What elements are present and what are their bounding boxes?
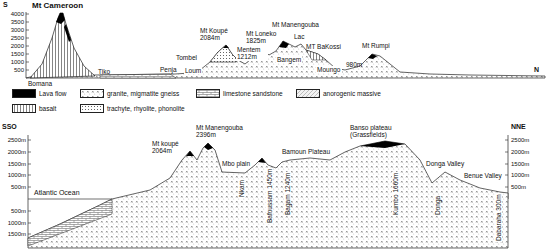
legend-text: limestone sandstone (223, 90, 283, 97)
sea-label: Atlantic Ocean (34, 189, 80, 197)
lava-cap (204, 143, 213, 150)
peak-label: Mt Rumpi (362, 42, 390, 49)
legend-swatch (12, 89, 36, 98)
axis-tick-label: 1500m (511, 161, 529, 168)
volcano-cone (30, 13, 95, 78)
lava-cap (279, 41, 289, 48)
axis-tick-label: 500 (0, 67, 24, 74)
axis-tick-label: 4000 (0, 11, 24, 18)
height-axis (508, 135, 509, 199)
peak-label: Mt Koupé 2084m (200, 27, 234, 42)
legend-swatch (196, 89, 220, 98)
axis-tick-label: 2000 (0, 43, 24, 50)
axis-tick-label: 500m (0, 184, 26, 191)
region-label: Banso plateau (Grassfields) (350, 124, 418, 139)
bottom-profile (28, 135, 508, 248)
region-label: Mbo plain (222, 160, 250, 167)
direction-label: SSO (2, 123, 17, 131)
place-label: Loum (184, 67, 202, 74)
legend-pattern (13, 105, 36, 113)
direction-label: NNE (511, 123, 526, 131)
lava-cap (56, 13, 65, 24)
sediment-layer (100, 74, 176, 78)
sea-level (28, 199, 112, 200)
axis-tick-label: 3500 (0, 19, 24, 26)
axis-tick-label: 1000 (0, 59, 24, 66)
basement-ground (28, 141, 508, 248)
peak-label: Mt Manengouba (272, 21, 319, 28)
legend-pattern (81, 90, 104, 98)
elevation-label: 980m (346, 61, 362, 68)
axis-tick-label: 2500 (0, 35, 24, 42)
place-label: Penja (160, 66, 177, 73)
place-label: Bagam 1240m (284, 172, 291, 216)
place-label: Tiko (98, 68, 110, 75)
legend-text: anorogenic massive (323, 90, 381, 97)
place-label: Donga (434, 195, 441, 216)
axis-ticks (28, 140, 31, 234)
legend-pattern (81, 105, 104, 113)
legend-text: basalt (39, 105, 56, 112)
axis-tick-label: 1000m (0, 172, 26, 179)
legend-pattern (197, 90, 220, 98)
place-label: Bafoussam 1450m (266, 168, 273, 224)
axis-tick-label: 1000m (511, 172, 529, 179)
legend-text: Lava flow (39, 90, 66, 97)
legend-swatch (296, 89, 320, 98)
lava-cap (360, 141, 405, 148)
peak-label: Mt koupé 2064m (152, 140, 182, 155)
axis-tick-label: 2500m (511, 137, 529, 144)
axis-ticks (505, 140, 508, 187)
lava-cap (186, 151, 194, 156)
region-label: Bamoun Plateau (282, 148, 330, 155)
lava-flow (64, 24, 71, 42)
lava-cap (223, 45, 229, 48)
axis-tick-label: 3000 (0, 27, 24, 34)
axis-tick-label: 1500m (0, 231, 26, 238)
legend-swatch (80, 89, 104, 98)
axis-tick-label: 2000m (511, 149, 529, 156)
peak-label: Mt Manengouba 2396m (196, 124, 248, 139)
axis-ticks (26, 14, 29, 70)
axis-tick-label: 1500 (0, 51, 24, 58)
place-label: Lac (294, 33, 304, 40)
peak-label: Mentem 1212m (236, 46, 268, 61)
height-axis (28, 135, 29, 238)
place-label: Moungo (316, 66, 342, 73)
basement-ground (26, 41, 545, 78)
volcano-cone (210, 45, 238, 62)
lava-cap (258, 158, 266, 163)
region-label: Benue Valley (464, 172, 502, 179)
legend-pattern (297, 90, 320, 98)
axis-tick-label: 1000m (0, 220, 26, 227)
axis-tick-label: 500m (511, 184, 526, 191)
region-label: Donga Valley (426, 160, 464, 167)
place-label: Tombel (176, 54, 197, 61)
axis-tick-label: 500m (0, 208, 26, 215)
place-label: Nkam (238, 179, 245, 198)
axis-tick-label: 2500m (0, 137, 26, 144)
direction-label: S (3, 1, 8, 9)
basalt-massif (306, 50, 326, 60)
legend-text: granite, migmatite gneiss (107, 90, 179, 97)
place-label: Dabaraha 300m (495, 193, 502, 242)
peak-label: MT BaKossi (306, 43, 341, 50)
legend-swatch (80, 104, 104, 113)
place-label: Bangem (276, 56, 302, 63)
legend-text: trachyte, rhyolite, phonolite (107, 105, 185, 112)
peak-label: Mt Loneko 1825m (246, 30, 280, 45)
place-label: Bomana (28, 80, 52, 87)
place-label: Kumbo 1660m (392, 172, 399, 216)
direction-label: N (534, 66, 539, 74)
legend-swatch (12, 104, 36, 113)
sediment-wedge (28, 199, 112, 246)
top-profile (26, 12, 545, 78)
axis-tick-label: 1500m (0, 161, 26, 168)
lava-cap (368, 54, 377, 59)
peak-label: Mt Cameroon (32, 1, 83, 10)
axis-tick-label: 2000m (0, 149, 26, 156)
